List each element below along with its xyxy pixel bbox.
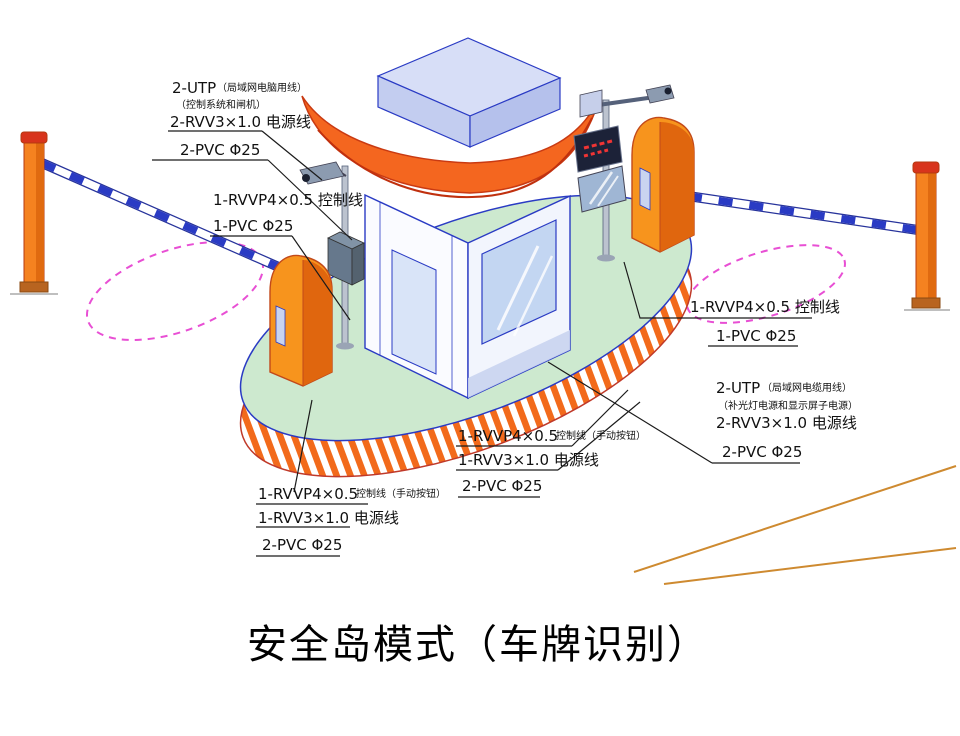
label-utp-note: （局域网电脑用线） <box>217 81 307 94</box>
conduit-line <box>663 547 957 585</box>
label-note2: （补光灯电源和显示屏子电源） <box>718 399 858 412</box>
post-pedestal <box>19 281 49 293</box>
guard-booth <box>364 193 571 400</box>
label-pvc: 1-PVC Φ25 <box>213 217 293 235</box>
junction-box <box>579 89 603 118</box>
leader <box>261 130 323 181</box>
diagram-title: 安全岛模式（车牌识别） <box>247 622 709 668</box>
label-signal: 1-RVVP4×0.5 <box>458 427 558 445</box>
label-control: 1-RVVP4×0.5 控制线 <box>213 191 363 209</box>
cable-label-left-mid: 1-RVVP4×0.5 控制线 1-PVC Φ25 <box>213 191 363 235</box>
leader <box>267 159 353 241</box>
leader <box>623 261 812 319</box>
label-signal-note: 控制线（手动按钮） <box>556 429 646 442</box>
post-pedestal <box>911 297 941 309</box>
conduit-run-lines <box>633 465 957 585</box>
rest-post-left <box>10 131 58 295</box>
machine-side-shade <box>303 260 332 386</box>
control-box-side <box>351 242 365 286</box>
label-note2: （控制系统和闸机） <box>176 98 266 111</box>
leader <box>557 401 641 471</box>
label-pvc: 2-PVC Φ25 <box>262 536 342 554</box>
post-shade <box>928 171 936 299</box>
post-cap <box>20 131 48 144</box>
led-text-glow <box>583 139 613 150</box>
label-power: 1-RVV3×1.0 电源线 <box>258 509 399 527</box>
booth-door <box>391 249 437 375</box>
label-power: 1-RVV3×1.0 电源线 <box>458 451 599 469</box>
label-power: 2-RVV3×1.0 电源线 <box>170 113 311 131</box>
cable-label-right-mid: 1-RVVP4×0.5 控制线 1-PVC Φ25 <box>690 298 840 345</box>
camera-lens-icon <box>664 87 672 95</box>
barrier-machine-right <box>631 116 695 253</box>
label-utp: 2-UTP <box>716 379 760 397</box>
rest-post-right <box>904 161 950 311</box>
label-pvc: 1-PVC Φ25 <box>716 327 796 345</box>
camera-pole-base <box>336 342 354 350</box>
camera-lens-icon <box>302 174 310 182</box>
led-display <box>573 125 623 173</box>
leader <box>291 235 351 321</box>
booth-lower-band <box>468 330 570 398</box>
machine-panel <box>275 305 286 347</box>
conduit-line <box>633 465 957 573</box>
label-power: 2-RVV3×1.0 电源线 <box>716 414 857 432</box>
roof-cap <box>376 37 562 148</box>
window-reflection <box>496 245 540 331</box>
display-pole-base <box>597 254 615 262</box>
leader <box>571 389 629 447</box>
canopy-underside-edge <box>317 117 593 199</box>
machine-side-shade <box>660 122 694 252</box>
label-utp-note: （局域网电缆用线） <box>762 381 852 394</box>
cable-label-top-left: 2-UTP （局域网电脑用线） （控制系统和闸机） 2-RVV3×1.0 电源线… <box>170 79 311 159</box>
machine-panel <box>639 167 651 211</box>
arm-stripes <box>687 192 919 234</box>
leader <box>547 361 713 464</box>
camera-pole <box>299 161 365 350</box>
label-signal: 1-RVVP4×0.5 <box>258 485 358 503</box>
leader <box>293 399 313 493</box>
cable-label-left-low: 1-RVVP4×0.5 控制线（手动按钮） 1-RVV3×1.0 电源线 2-P… <box>258 485 446 554</box>
cable-label-right-low: 2-UTP （局域网电缆用线） （补光灯电源和显示屏子电源） 2-RVV3×1.… <box>716 379 858 461</box>
label-pvc: 2-PVC Φ25 <box>180 141 260 159</box>
post-shade <box>36 141 44 283</box>
cable-label-center-low: 1-RVVP4×0.5 控制线（手动按钮） 1-RVV3×1.0 电源线 2-P… <box>458 427 646 495</box>
label-pvc: 2-PVC Φ25 <box>722 443 802 461</box>
label-signal-note: 控制线（手动按钮） <box>356 487 446 500</box>
roof-cap-right <box>469 77 561 148</box>
label-pvc: 2-PVC Φ25 <box>462 477 542 495</box>
post-cap <box>912 161 940 174</box>
barrier-arm-right <box>687 191 919 235</box>
display-pole <box>573 84 675 262</box>
barrier-arm-left <box>39 158 293 277</box>
info-sign <box>577 165 627 213</box>
sign-reflection <box>597 175 619 207</box>
barrier-machine-left <box>269 254 333 387</box>
sign-reflection <box>588 171 614 205</box>
detection-loop-right <box>686 244 846 324</box>
label-control: 1-RVVP4×0.5 控制线 <box>690 298 840 316</box>
booth-window <box>481 219 557 345</box>
arm-stripes <box>40 159 292 276</box>
leader-lines <box>152 130 812 557</box>
window-reflection <box>512 255 554 337</box>
label-utp: 2-UTP <box>172 79 216 97</box>
